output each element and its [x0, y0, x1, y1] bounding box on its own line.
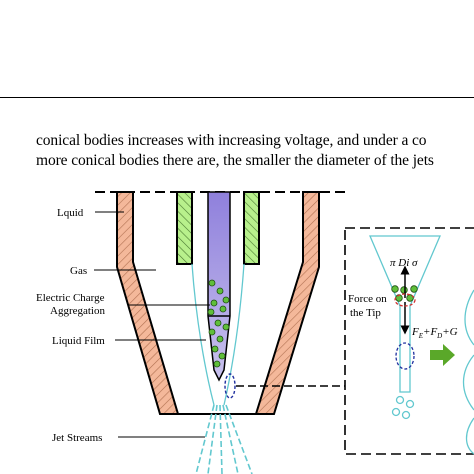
forces-plus-g: +G — [442, 326, 457, 338]
paragraph-line-1: conical bodies increases with increasing… — [36, 132, 427, 149]
inner-tube-right — [243, 191, 260, 265]
forces-f: F — [411, 326, 419, 338]
label-gas: Gas — [70, 265, 87, 277]
transition-arrow-icon — [430, 344, 455, 366]
label-aggregation-line1: Electric Charge — [36, 292, 105, 304]
label-liquid: Lquid — [57, 207, 84, 219]
outer-wall-left — [116, 191, 180, 415]
label-forces-sum: FE+FD+G — [411, 326, 458, 340]
label-aggregation-line2: Aggregation — [50, 305, 105, 317]
paragraph-line-2: more conical bodies there are, the small… — [36, 152, 434, 169]
label-leaders — [94, 211, 210, 438]
label-jet-streams: Jet Streams — [52, 432, 102, 444]
charge-dots — [207, 279, 230, 368]
label-surface-tension: π Di σ — [390, 257, 418, 269]
detail-panel — [344, 227, 474, 455]
label-force-line1: Force on — [348, 293, 387, 305]
electrospray-nozzle-figure: Lquid Gas Electric Charge Aggregation Li… — [36, 191, 474, 474]
label-force-line2: the Tip — [350, 307, 381, 319]
tip-ring — [394, 293, 416, 307]
paragraph-text: conical bodies increases with increasing… — [36, 131, 474, 171]
forces-plus-fd: +F — [423, 326, 437, 338]
forces-sub-e: E — [418, 332, 424, 340]
jet-droplet-outline — [395, 342, 415, 370]
taylor-cone — [369, 235, 441, 393]
forces-sub-d: D — [436, 332, 442, 340]
jet-sketch-right — [462, 289, 474, 455]
liquid-film-lines — [191, 263, 245, 406]
jet-streams — [195, 404, 253, 474]
released-droplets — [391, 395, 415, 420]
label-liquid-film: Liquid Film — [52, 335, 105, 347]
header-divider — [0, 97, 474, 98]
outer-wall-right — [254, 191, 320, 415]
inner-tube-left — [176, 191, 193, 265]
tip-highlight — [224, 373, 236, 399]
